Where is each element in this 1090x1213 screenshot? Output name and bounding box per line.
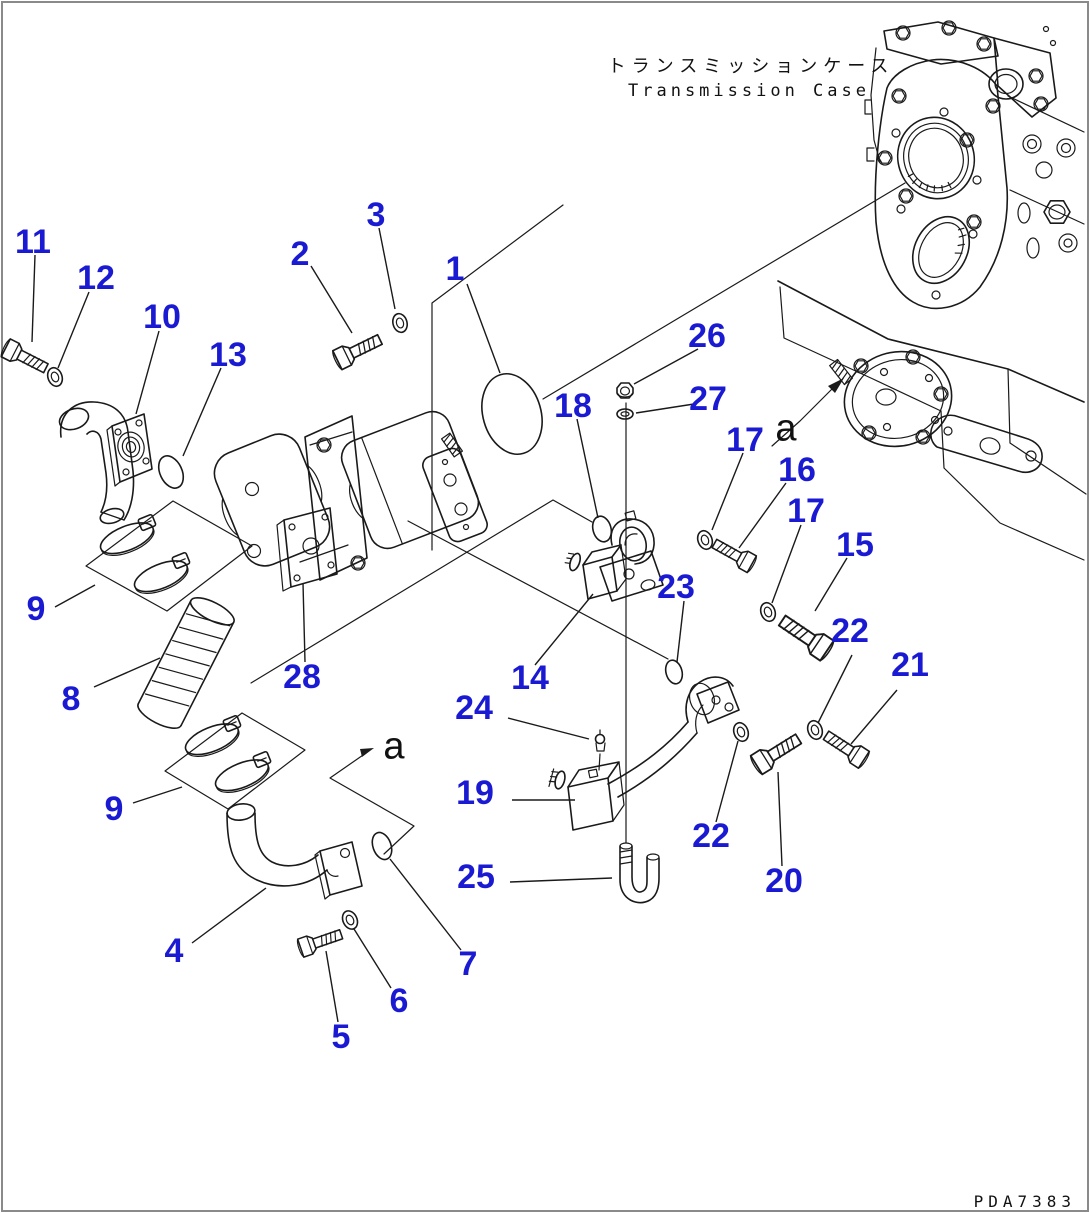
callout-25: 25	[457, 858, 495, 896]
leader-line-17	[711, 452, 744, 531]
stud	[829, 358, 853, 386]
leader-line-26	[633, 348, 699, 385]
hydraulic-pump	[213, 410, 488, 592]
leader-line-17	[771, 524, 802, 604]
callout-27: 27	[689, 380, 727, 418]
callout-8: 8	[62, 680, 81, 718]
bent-tube	[226, 803, 363, 900]
leader-line-8	[93, 657, 161, 688]
elbow-hose-and-flange	[58, 401, 153, 525]
section-arrow-left	[329, 748, 415, 855]
leader-line-9	[54, 584, 96, 608]
callout-9: 9	[27, 590, 46, 628]
callout-14: 14	[511, 659, 549, 697]
callout-19: 19	[456, 774, 494, 812]
leader-line-22	[817, 654, 853, 724]
callout-28: 28	[283, 658, 321, 696]
section-marker-1: a	[383, 726, 405, 768]
leader-line-23	[676, 600, 685, 663]
leader-line-5	[325, 950, 339, 1023]
callout-layer: 1234567899101112131415161717181920212222…	[15, 196, 929, 1056]
callout-16: 16	[778, 451, 816, 489]
callout-17: 17	[726, 421, 764, 459]
section-marker-0: a	[775, 408, 797, 450]
callout-3: 3	[367, 196, 386, 234]
leader-line-10	[135, 330, 160, 415]
callout-26: 26	[688, 317, 726, 355]
callout-18: 18	[554, 387, 592, 425]
callout-17: 17	[787, 492, 825, 530]
callout-24: 24	[455, 689, 493, 727]
title-english: Transmission Case	[628, 81, 870, 101]
leader-line-11	[31, 254, 36, 343]
leader-line-4	[191, 887, 267, 944]
callout-23: 23	[657, 568, 695, 606]
leader-line-27	[635, 403, 695, 414]
title-japanese: トランスミッションケース	[608, 56, 895, 77]
callout-12: 12	[77, 259, 115, 297]
leader-line-24	[507, 717, 590, 740]
leader-line-1	[466, 283, 501, 374]
callout-1: 1	[446, 250, 465, 288]
transmission-case	[777, 20, 1087, 561]
valve-block-assembly	[548, 676, 740, 904]
callout-6: 6	[390, 982, 409, 1020]
callout-7: 7	[459, 945, 478, 983]
drawing-number: PDA7383	[974, 1192, 1076, 1211]
bracket-elbow-assembly	[564, 510, 664, 602]
leader-line-6	[353, 928, 392, 989]
leader-line-7	[389, 858, 462, 951]
leader-line-20	[777, 771, 783, 867]
leader-line-9	[132, 786, 183, 804]
callout-15: 15	[836, 526, 874, 564]
callout-5: 5	[332, 1018, 351, 1056]
callout-10: 10	[143, 298, 181, 336]
hose-clamp-set-upper	[85, 500, 253, 612]
callout-22: 22	[831, 612, 869, 650]
assembly-lines	[250, 182, 906, 844]
callout-4: 4	[165, 932, 184, 970]
leader-line-3	[378, 227, 396, 310]
hose-clamp-set-lower	[164, 712, 306, 810]
leader-line-12	[57, 291, 90, 369]
nut	[616, 382, 634, 399]
corrugated-hose	[137, 596, 235, 730]
leader-line-22	[715, 740, 739, 823]
callout-21: 21	[891, 646, 929, 684]
leader-line-13	[182, 367, 222, 457]
leader-line-25	[509, 877, 613, 883]
callout-2: 2	[291, 235, 310, 273]
section-arrow-right	[771, 378, 844, 447]
callout-13: 13	[209, 336, 247, 374]
callout-11: 11	[15, 223, 51, 261]
o-rings	[157, 372, 684, 861]
leader-line-2	[310, 265, 353, 334]
leader-line-18	[576, 418, 599, 519]
callout-22: 22	[692, 817, 730, 855]
leader-line-21	[850, 689, 898, 745]
washers	[44, 311, 826, 933]
callout-9: 9	[105, 790, 124, 828]
leader-line-15	[814, 557, 848, 612]
leader-line-14	[534, 593, 594, 666]
leader-line-16	[738, 482, 787, 549]
leader-line-28	[302, 582, 306, 663]
callout-20: 20	[765, 862, 803, 900]
